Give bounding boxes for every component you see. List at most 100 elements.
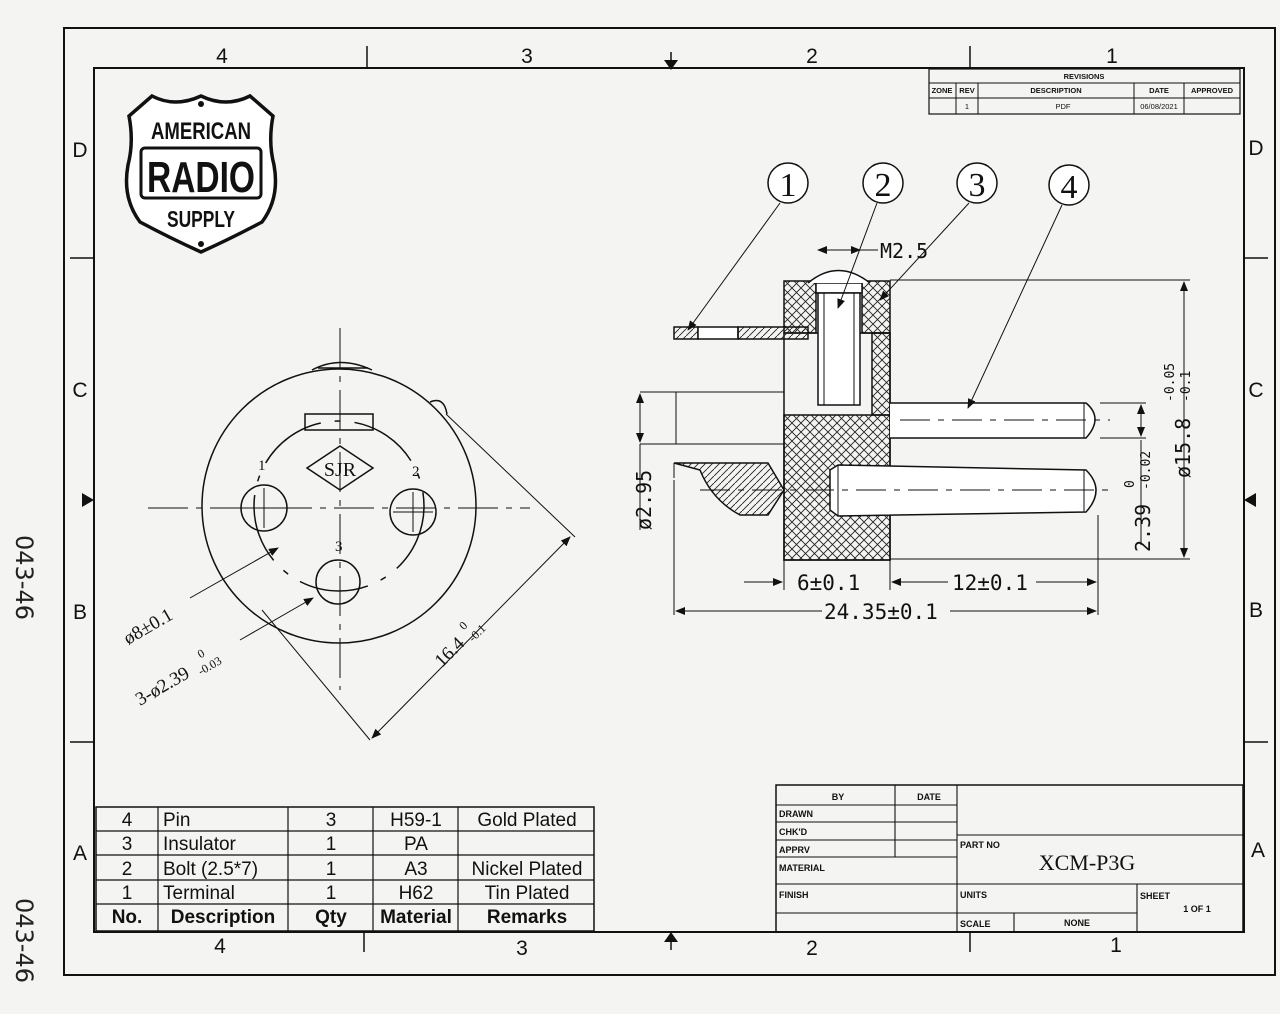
zone-row-right-b: B — [1249, 599, 1263, 622]
side-view — [636, 162, 1190, 615]
title-block-part-no: XCM-P3G — [1039, 850, 1136, 875]
bom-header-qty: Qty — [315, 907, 347, 928]
dim-pin2: 2.39 0 -0.02 — [1123, 451, 1155, 552]
bom-header-remarks: Remarks — [487, 907, 567, 928]
american-radio-supply-logo: AMERICAN RADIO SUPPLY — [124, 93, 278, 254]
title-block-units-label: UNITS — [960, 890, 987, 900]
revisions-header-rev: REV — [959, 86, 974, 95]
title-block: BY DATE DRAWN CHK'D APPRV MATERIAL FINIS… — [775, 784, 1244, 933]
pin-label-1: 1 — [258, 458, 266, 474]
bom-row-2-no: 2 — [122, 859, 133, 880]
title-block-drawn: DRAWN — [779, 809, 813, 819]
revisions-header-date: DATE — [1149, 86, 1169, 95]
bom-row-3-description: Insulator — [163, 834, 237, 855]
dim-body-dia-tol-up: -0.05 — [1163, 363, 1178, 402]
bom-row-4-material: H59-1 — [390, 810, 442, 831]
title-block-checked: CHK'D — [779, 827, 808, 837]
dim-pin-dia: ø2.95 — [632, 470, 656, 530]
zone-col-top-1: 1 — [1106, 45, 1118, 68]
zone-col-bottom-4: 4 — [214, 935, 226, 958]
bom-row-3-no: 3 — [122, 834, 133, 855]
bom-row-4-remarks: Gold Plated — [477, 810, 576, 831]
zone-col-bottom-3: 3 — [516, 937, 528, 960]
bom-row-1-qty: 1 — [326, 883, 337, 904]
zone-labels: 4 3 2 1 4 3 2 1 D C B A D C B A — [72, 45, 1265, 960]
side-view-labels: 1 2 3 4 M2.5 ø2.95 ø15.8 -0.05 -0.1 2.39… — [632, 167, 1195, 624]
zone-col-bottom-1: 1 — [1110, 934, 1122, 957]
dim-len-b: 12±0.1 — [952, 571, 1028, 595]
centering-arrows — [82, 52, 1256, 950]
zone-col-bottom-2: 2 — [806, 937, 818, 960]
logo-line-supply: SUPPLY — [167, 206, 235, 232]
dim-pin2-tol-down: -0.02 — [1139, 451, 1154, 490]
bom-header-description: Description — [171, 907, 276, 928]
title-block-scale-value: NONE — [1064, 918, 1090, 928]
bom-row-3-material: PA — [404, 834, 428, 855]
dim-len-total: 24.35±0.1 — [824, 600, 938, 624]
dim-pin-hole-tol-up: 0 — [195, 646, 207, 661]
logo-line-american: AMERICAN — [151, 118, 251, 145]
revisions-cell-date: 06/08/2021 — [1140, 102, 1178, 111]
bom-header-material: Material — [380, 907, 452, 928]
title-block-part-no-label: PART NO — [960, 840, 1000, 850]
dim-pin2-tol-up: 0 — [1123, 480, 1138, 488]
dim-span: 16.4 0 -0.1 — [431, 619, 489, 672]
front-view-labels: 1 2 3 SJR ø8±0.1 3-ø2.39 0 -0.03 16.4 0 … — [120, 458, 489, 710]
dim-thread: M2.5 — [880, 239, 928, 263]
balloon-1-text: 1 — [780, 167, 797, 204]
revisions-table: REVISIONS ZONE REV DESCRIPTION DATE APPR… — [928, 68, 1241, 115]
pin-label-2: 2 — [412, 464, 420, 480]
dim-body-dia-main: ø15.8 — [1171, 418, 1195, 478]
title-block-date-header: DATE — [917, 792, 941, 802]
bom-row-1-remarks: Tin Plated — [485, 883, 570, 904]
bom-row-2-remarks: Nickel Plated — [472, 859, 583, 880]
zone-row-right-d: D — [1248, 137, 1263, 160]
dim-pin-hole: 3-ø2.39 0 -0.03 — [132, 646, 224, 710]
zone-col-top-4: 4 — [216, 45, 228, 68]
revisions-header-zone: ZONE — [932, 86, 953, 95]
dim-body-dia: ø15.8 -0.05 -0.1 — [1163, 363, 1195, 478]
logo-line-radio: RADIO — [147, 153, 255, 202]
title-block-sheet-label: SHEET — [1140, 891, 1171, 901]
title-block-sheet-value: 1 OF 1 — [1183, 904, 1211, 914]
dim-pin-hole-main: 3-ø2.39 — [132, 663, 193, 710]
bom-row-3-qty: 1 — [326, 834, 337, 855]
dim-len-a: 6±0.1 — [797, 571, 860, 595]
zone-row-left-c: C — [72, 379, 87, 402]
bom-row-4-description: Pin — [163, 810, 190, 831]
bom-row-4-no: 4 — [122, 810, 133, 831]
balloon-2-text: 2 — [875, 167, 892, 204]
dim-span-main: 16.4 — [431, 633, 470, 672]
zone-row-left-d: D — [72, 139, 87, 162]
title-block-finish: FINISH — [779, 890, 809, 900]
bom-header-no: No. — [112, 907, 143, 928]
balloon-4-text: 4 — [1061, 169, 1078, 206]
zone-row-left-a: A — [73, 842, 87, 865]
zone-col-top-2: 2 — [806, 45, 818, 68]
dim-span-tol-up: 0 — [456, 619, 470, 633]
title-block-scale-label: SCALE — [960, 919, 991, 929]
title-block-by-header: BY — [832, 792, 845, 802]
balloon-3-text: 3 — [969, 167, 986, 204]
revisions-header-description: DESCRIPTION — [1030, 86, 1081, 95]
sjr-mark-text: SJR — [324, 459, 357, 481]
dim-span-tol-down: -0.1 — [465, 621, 488, 644]
bom-table: 4 Pin 3 H59-1 Gold Plated 3 Insulator 1 … — [95, 806, 595, 932]
revisions-cell-description: PDF — [1056, 102, 1071, 111]
revisions-header-approved: APPROVED — [1191, 86, 1234, 95]
zone-row-right-c: C — [1248, 379, 1263, 402]
outer-border — [63, 27, 1276, 976]
bom-row-1-description: Terminal — [163, 883, 235, 904]
dim-body-dia-tol-down: -0.1 — [1179, 371, 1194, 402]
title-block-material: MATERIAL — [779, 863, 825, 873]
zone-col-top-3: 3 — [521, 45, 533, 68]
revisions-title: REVISIONS — [1064, 72, 1105, 81]
zone-ticks — [70, 46, 1268, 952]
pin-label-3: 3 — [335, 539, 343, 555]
bom-row-4-qty: 3 — [326, 810, 337, 831]
bom-row-2-description: Bolt (2.5*7) — [163, 859, 258, 880]
revisions-cell-rev: 1 — [965, 102, 969, 111]
dim-pin2-main: 2.39 — [1131, 504, 1155, 552]
dim-outer-diameter: ø8±0.1 — [120, 605, 177, 650]
